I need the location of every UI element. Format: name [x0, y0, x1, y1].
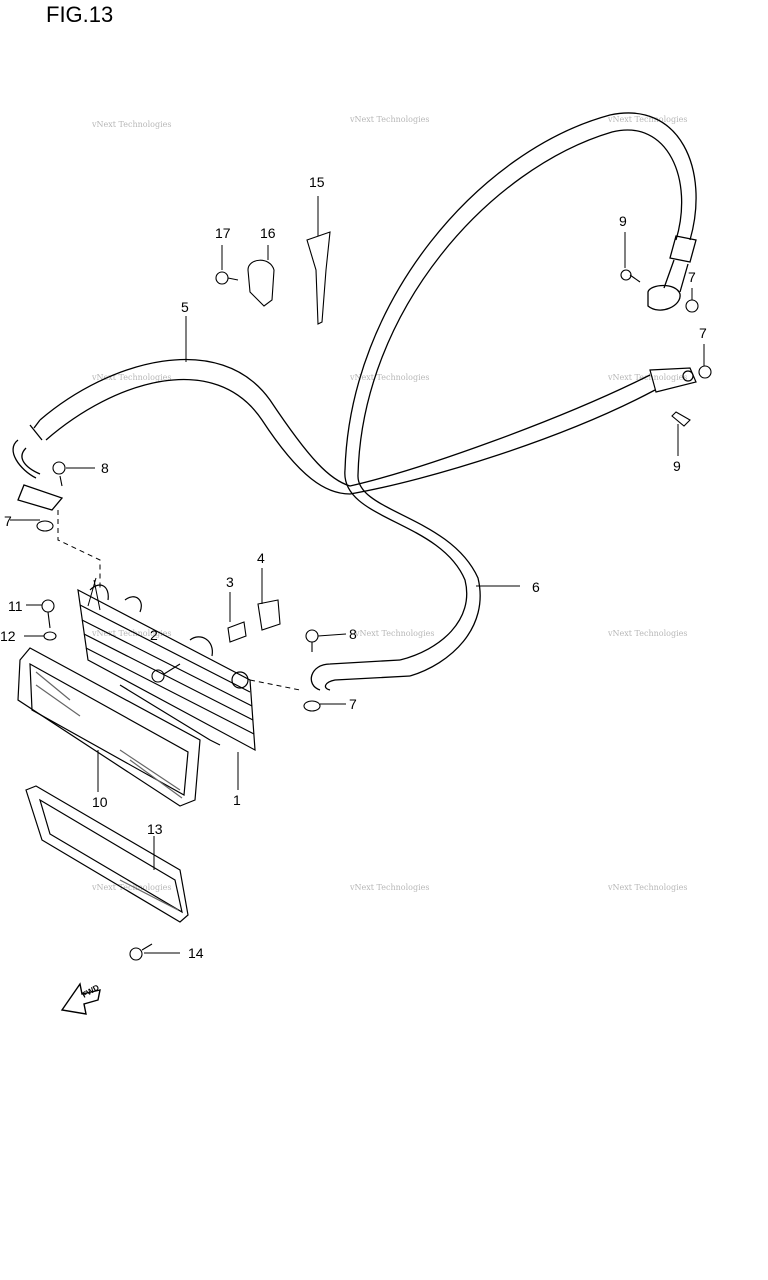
- small-parts: [36, 231, 712, 961]
- oil-cooler: [77, 584, 256, 752]
- fwd-arrow: FWD: [60, 982, 101, 1015]
- callouts: 15 17 16 9 7 5 7 8 9 7 4 3 6 11 12 2 8 7…: [0, 174, 707, 961]
- watermark: vNext Technologies: [91, 373, 171, 382]
- callout-7: 7: [349, 696, 357, 712]
- callout-8: 8: [349, 626, 357, 642]
- watermarks: vNext Technologies vNext Technologies vN…: [91, 115, 687, 892]
- figure-title: FIG.13: [46, 2, 114, 27]
- callout-7: 7: [4, 513, 12, 529]
- callout-15: 15: [309, 174, 325, 190]
- watermark: vNext Technologies: [91, 883, 171, 892]
- callout-7: 7: [688, 269, 696, 285]
- o-ring-7: [698, 365, 712, 379]
- callout-6: 6: [532, 579, 540, 595]
- leader-lines: [10, 196, 705, 954]
- watermark: vNext Technologies: [349, 883, 429, 892]
- callout-4: 4: [257, 550, 265, 566]
- bolt-17: [215, 271, 229, 285]
- hose-5: [12, 358, 656, 511]
- watermark: vNext Technologies: [91, 629, 171, 638]
- collar-3: [227, 621, 247, 643]
- callout-8: 8: [101, 460, 109, 476]
- watermark: vNext Technologies: [607, 115, 687, 124]
- callout-7: 7: [699, 325, 707, 341]
- watermark: vNext Technologies: [607, 373, 687, 382]
- watermark: vNext Technologies: [349, 115, 429, 124]
- grille-13: [25, 785, 189, 923]
- callout-2: 2: [150, 627, 158, 643]
- watermark: vNext Technologies: [607, 629, 687, 638]
- callout-16: 16: [260, 225, 276, 241]
- bolt-8: [305, 629, 319, 643]
- callout-1: 1: [233, 792, 241, 808]
- watermark: vNext Technologies: [607, 883, 687, 892]
- clamp-16: [247, 259, 275, 307]
- hose-end-fitting: [649, 367, 697, 393]
- callout-11: 11: [8, 598, 23, 614]
- hose-6: [310, 112, 697, 691]
- callout-9: 9: [673, 458, 681, 474]
- grommet-4: [257, 599, 281, 631]
- watermark: vNext Technologies: [91, 120, 171, 129]
- o-ring-7: [36, 520, 54, 532]
- clamp-band-15: [306, 231, 331, 325]
- bolt-8: [52, 461, 66, 475]
- callout-17: 17: [215, 225, 231, 241]
- bolt-11: [41, 599, 55, 613]
- bolt-9: [620, 269, 632, 281]
- callout-5: 5: [181, 299, 189, 315]
- callout-13: 13: [147, 821, 163, 837]
- bolt-2: [151, 669, 165, 683]
- watermark: vNext Technologies: [354, 629, 434, 638]
- callout-12: 12: [0, 628, 16, 644]
- callout-10: 10: [92, 794, 108, 810]
- screw-14: [129, 947, 143, 961]
- callout-3: 3: [226, 574, 234, 590]
- callout-14: 14: [188, 945, 204, 961]
- washer-12: [43, 631, 57, 641]
- o-ring-7: [685, 299, 699, 313]
- o-ring-7: [303, 700, 321, 712]
- callout-9: 9: [619, 213, 627, 229]
- bolt-9: [671, 411, 691, 427]
- grille-10: [17, 647, 201, 807]
- watermark: vNext Technologies: [349, 373, 429, 382]
